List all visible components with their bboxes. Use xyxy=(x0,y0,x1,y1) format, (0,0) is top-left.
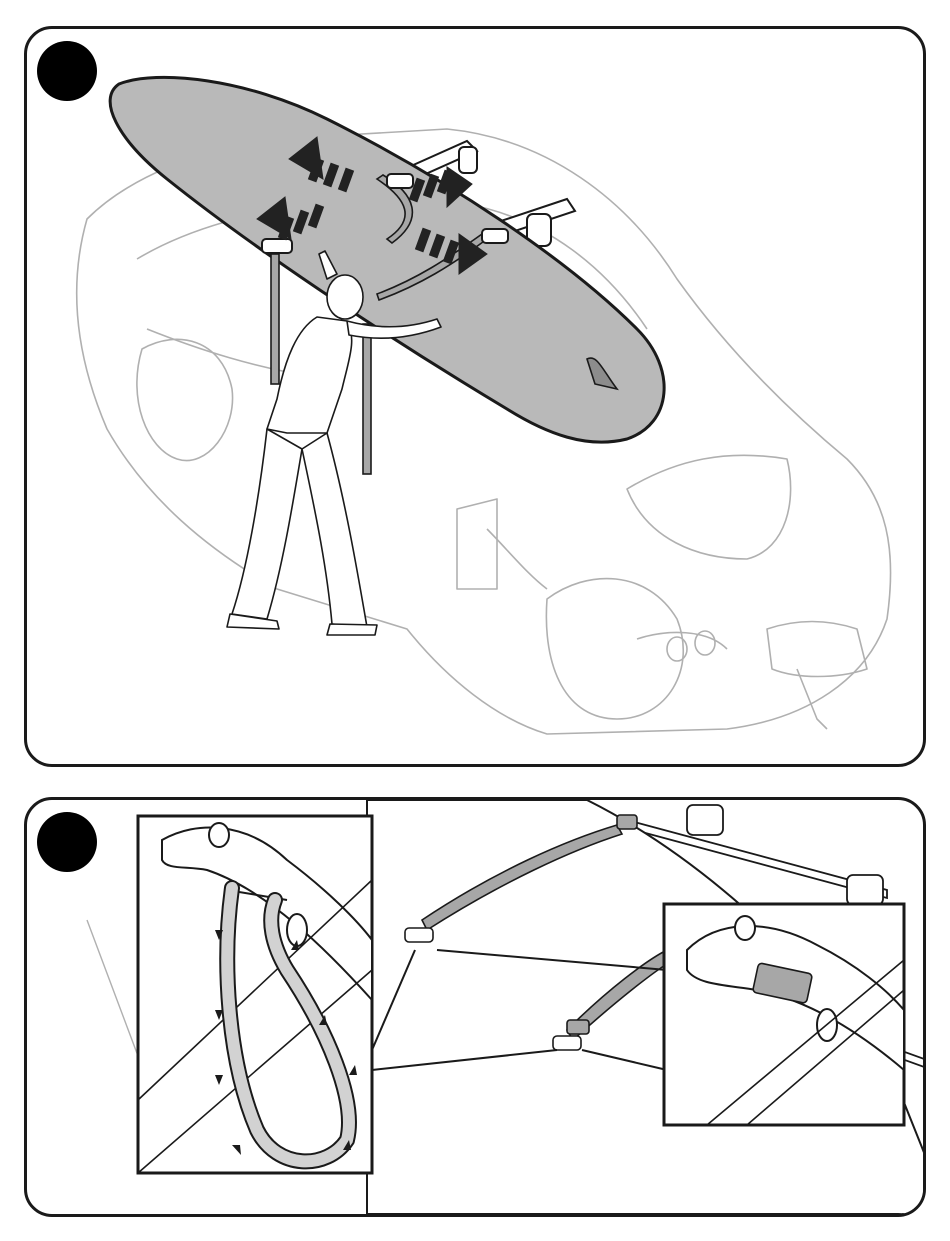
step-2-illustration xyxy=(27,800,923,1214)
detail-inset-buckle xyxy=(664,904,904,1125)
detail-inset-strap-threading xyxy=(138,816,372,1173)
step-2-panel xyxy=(24,797,926,1217)
step-1-panel xyxy=(24,26,926,767)
step-1-illustration xyxy=(27,29,923,764)
